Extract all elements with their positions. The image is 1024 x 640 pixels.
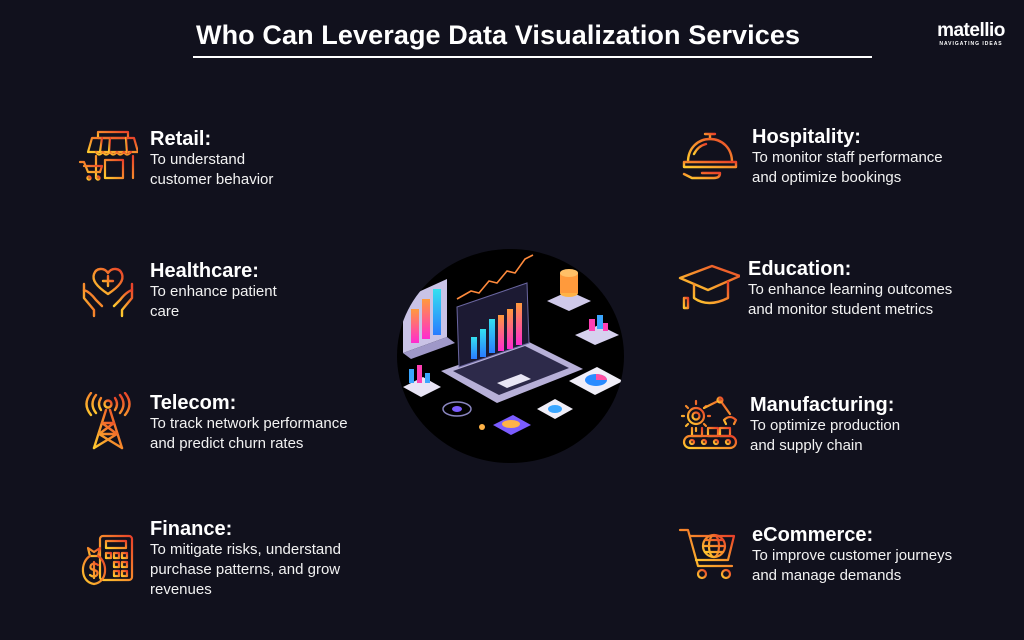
- industry-retail: Retail: To understand customer behavior: [78, 128, 273, 190]
- industry-description: To monitor staff performance and optimiz…: [752, 149, 943, 186]
- industry-ecommerce: eCommerce: To improve customer journeys …: [676, 524, 952, 586]
- robotic-arm-conveyor-icon: [680, 396, 738, 450]
- industry-description: To enhance patient care: [150, 283, 277, 320]
- industry-telecom: Telecom: To track network performance an…: [78, 392, 348, 454]
- money-calculator-icon: [81, 534, 134, 586]
- industry-description: To understand customer behavior: [150, 151, 274, 188]
- industry-description: To enhance learning outcomes and monitor…: [748, 281, 953, 318]
- industry-title: Retail:: [150, 128, 212, 150]
- page-title: Who Can Leverage Data Visualization Serv…: [196, 20, 801, 50]
- title-underline: [193, 56, 872, 58]
- industry-description: To mitigate risks, understand purchase p…: [150, 541, 341, 598]
- industry-title: Healthcare:: [150, 260, 259, 282]
- industry-title: Manufacturing:: [750, 394, 895, 416]
- industry-title: Education:: [748, 258, 852, 280]
- analytics-illustration-icon: [403, 254, 623, 435]
- logo-wordmark: matellio: [937, 20, 1005, 41]
- industry-title: Finance:: [150, 518, 233, 540]
- industry-description: To track network performance and predict…: [150, 415, 348, 452]
- graduation-cap-icon: [678, 264, 740, 310]
- industry-title: eCommerce:: [752, 524, 874, 546]
- industry-description: To optimize production and supply chain: [750, 417, 901, 454]
- brand-logo: matellio NAVIGATING IDEAS: [932, 20, 1010, 47]
- industry-education: Education: To enhance learning outcomes …: [676, 258, 952, 320]
- industry-healthcare: Healthcare: To enhance patient care: [78, 260, 277, 322]
- industry-finance: Finance: To mitigate risks, understand p…: [78, 518, 341, 600]
- industry-title: Hospitality:: [752, 126, 861, 148]
- radio-tower-icon: [85, 392, 131, 450]
- cloche-icon: [682, 132, 738, 180]
- industry-title: Telecom:: [150, 392, 237, 414]
- industry-hospitality: Hospitality: To monitor staff performanc…: [680, 126, 943, 188]
- industry-description: To improve customer journeys and manage …: [752, 547, 953, 584]
- industry-manufacturing: Manufacturing: To optimize production an…: [680, 394, 900, 456]
- logo-tagline: NAVIGATING IDEAS: [939, 41, 1003, 47]
- globe-cart-icon: [678, 528, 736, 580]
- storefront-icon: [78, 130, 138, 183]
- heart-hands-icon: [82, 267, 134, 318]
- laptop-analytics-illustration: [397, 249, 624, 463]
